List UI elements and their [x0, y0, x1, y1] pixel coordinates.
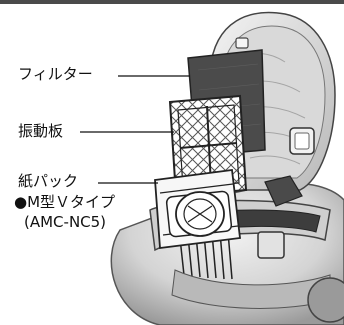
vibration-plate-label: 振動板 — [16, 122, 66, 140]
top-bar — [0, 0, 344, 4]
pack-type-label: ●M型Ｖタイプ — [12, 193, 118, 211]
lid-hinge — [264, 175, 303, 207]
pack-model-label: (AMC-NC5) — [22, 213, 109, 231]
filter-label: フィルター — [16, 65, 95, 83]
side-latch — [257, 231, 285, 259]
paper-pack-label: 紙パック — [16, 172, 81, 190]
lid-button — [235, 37, 249, 49]
wheel — [307, 277, 344, 323]
